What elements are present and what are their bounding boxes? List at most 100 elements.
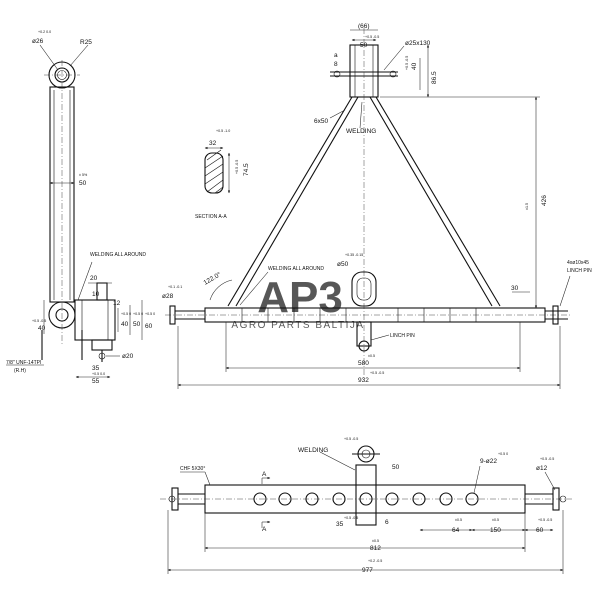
front-hole-height-tol: +0.5 -0.5 (405, 56, 409, 70)
side-width-tol-3: +0.5 0 (121, 312, 131, 316)
plan-end-dia: ø12 (536, 465, 548, 472)
front-end-chamfer: 30 (511, 285, 519, 292)
plan-chamfer: CHF 5X30° (180, 466, 205, 472)
plan-length-tol: ±0.5 (372, 539, 379, 543)
side-top-dia: ø26 (32, 38, 44, 45)
side-width-tol-1: +0.5 0 (145, 312, 155, 316)
plan-hole (359, 492, 373, 506)
section-height-tol: +0.5 -0.5 (235, 160, 239, 174)
section-width: 32 (209, 140, 217, 147)
watermark-logo: AP3 (257, 273, 343, 322)
front-view: (66) 50 +0.5 -0.5 ø25x130 a 8 40 +0.5 -0… (162, 23, 592, 389)
front-center-dia-tol: +0.35 -0.15 (345, 253, 363, 257)
front-overall-tol: +0.5 -0.5 (370, 371, 384, 375)
plan-gap-1-tol: ±0.5 (455, 518, 462, 522)
front-plate-size: 6x50 (314, 118, 328, 125)
side-view: 50 ± 5% R25 ø26 +0.2 0.0 WELDING ALL ARO… (6, 30, 155, 385)
section-a-a: 32 +0.5 -1.0 74.5 +0.5 -0.5 SECTION A-A (195, 129, 250, 220)
plan-overall-tol: +0.2 -0.5 (368, 559, 382, 563)
bottom-eye-hole (55, 308, 69, 322)
side-top-dia-tol: +0.2 0.0 (38, 30, 51, 34)
side-thread-side: (R.H) (14, 368, 26, 374)
side-left-tol: +0.5 -0.5 (32, 319, 46, 323)
side-bracket (74, 299, 116, 341)
side-width-tol-2: +0.5 0 (133, 312, 143, 316)
front-top-width-tol: +0.5 -0.5 (365, 35, 379, 39)
plan-hole (332, 492, 346, 506)
side-bar-width: 50 (79, 180, 87, 187)
plan-hole (278, 492, 292, 506)
plan-center-bracket (355, 464, 377, 526)
plan-length: 812 (370, 545, 381, 552)
front-plate-a: a (334, 52, 338, 59)
plan-view: A A CHF 5X30° WELDING +0.5 -0.5 50 9-ø22… (160, 437, 572, 574)
side-height-dim: 10 (92, 291, 100, 298)
plan-gap-2: 150 (490, 527, 501, 534)
plan-pitch: 35 (336, 521, 344, 528)
plan-hole (385, 492, 399, 506)
front-welding-note: WELDING ALL AROUND (268, 266, 324, 272)
plan-hole (305, 492, 319, 506)
side-left-dim: 40 (38, 325, 46, 332)
front-height: 426 (541, 195, 548, 206)
plan-overall: 977 (362, 567, 373, 574)
plan-hole (412, 492, 426, 506)
front-hole-height: 40 (411, 62, 418, 70)
plan-hole (465, 492, 479, 506)
front-linch-pin: LINCH PIN (390, 333, 415, 339)
right-leg (375, 96, 501, 307)
section-title: SECTION A-A (195, 214, 227, 220)
plan-gap-2-tol: ±0.5 (492, 518, 499, 522)
side-welding-note: WELDING ALL AROUND (90, 252, 146, 258)
center-eye (351, 271, 377, 307)
left-leg (227, 96, 353, 307)
front-end-dia: ø28 (162, 293, 174, 300)
front-inner-width: 580 (358, 360, 369, 367)
plan-top-dim: 50 (392, 464, 400, 471)
front-chamfer-note: 4xø10x45 (567, 260, 589, 266)
plan-welding: WELDING (298, 447, 328, 454)
front-top-pin: ø25x130 (405, 40, 431, 47)
front-top-width: 50 (360, 42, 368, 49)
front-welding: WELDING (346, 128, 376, 135)
front-top-height: 86.5 (431, 71, 438, 84)
side-thread: 7/8" UNF-14TPI (6, 360, 41, 366)
watermark-subtitle: AGRO PARTS BALTIJA (231, 320, 364, 331)
front-end-dia-tol: +0.1 -0.1 (168, 285, 182, 289)
plan-hole (439, 492, 453, 506)
plan-gap-3: 60 (536, 527, 544, 534)
section-height: 74.5 (243, 163, 250, 176)
side-bolt-dim: 35 (92, 365, 100, 372)
side-slot-dim: 20 (90, 275, 98, 282)
section-mark-top: A (262, 471, 267, 478)
side-width-1: 60 (145, 323, 153, 330)
plan-pitch-tol: +0.5 -0.5 (344, 516, 358, 520)
section-mark-bottom: A (262, 526, 267, 533)
front-overall: 932 (358, 377, 369, 384)
plan-holes: 9-ø22 (480, 458, 497, 465)
front-plate-b: 8 (334, 61, 338, 68)
plan-end-dia-tol: +0.5 -0.5 (540, 457, 554, 461)
side-width-2: 50 (133, 321, 141, 328)
section-width-tol: +0.5 -1.0 (216, 129, 230, 133)
front-pin-note: LINCH PIN (567, 268, 592, 274)
front-center-dia: ø50 (337, 261, 349, 268)
front-inner-tol: ±0.5 (368, 354, 375, 358)
front-angle: 122.0° (202, 270, 223, 287)
plan-gap-3-tol: +0.5 -0.5 (538, 518, 552, 522)
side-bolt-tol: +0.5 0.0 (92, 372, 105, 376)
section-profile (204, 152, 224, 194)
plan-holes-tol: +0.5 0 (498, 452, 508, 456)
watermark: AP3 AGRO PARTS BALTIJA (231, 273, 364, 331)
plan-offset: 6 (385, 519, 389, 526)
plan-hole (253, 492, 267, 506)
plan-gap-1: 64 (452, 527, 460, 534)
side-base-dim: 55 (92, 378, 100, 385)
side-width-3: 40 (121, 321, 129, 328)
front-top-overall: (66) (358, 23, 370, 30)
side-bar-width-tol: ± 5% (79, 173, 88, 177)
side-pin-dia: ø20 (122, 353, 134, 360)
front-height-tol: ±1.5 (525, 203, 529, 210)
side-radius: R25 (80, 39, 92, 46)
